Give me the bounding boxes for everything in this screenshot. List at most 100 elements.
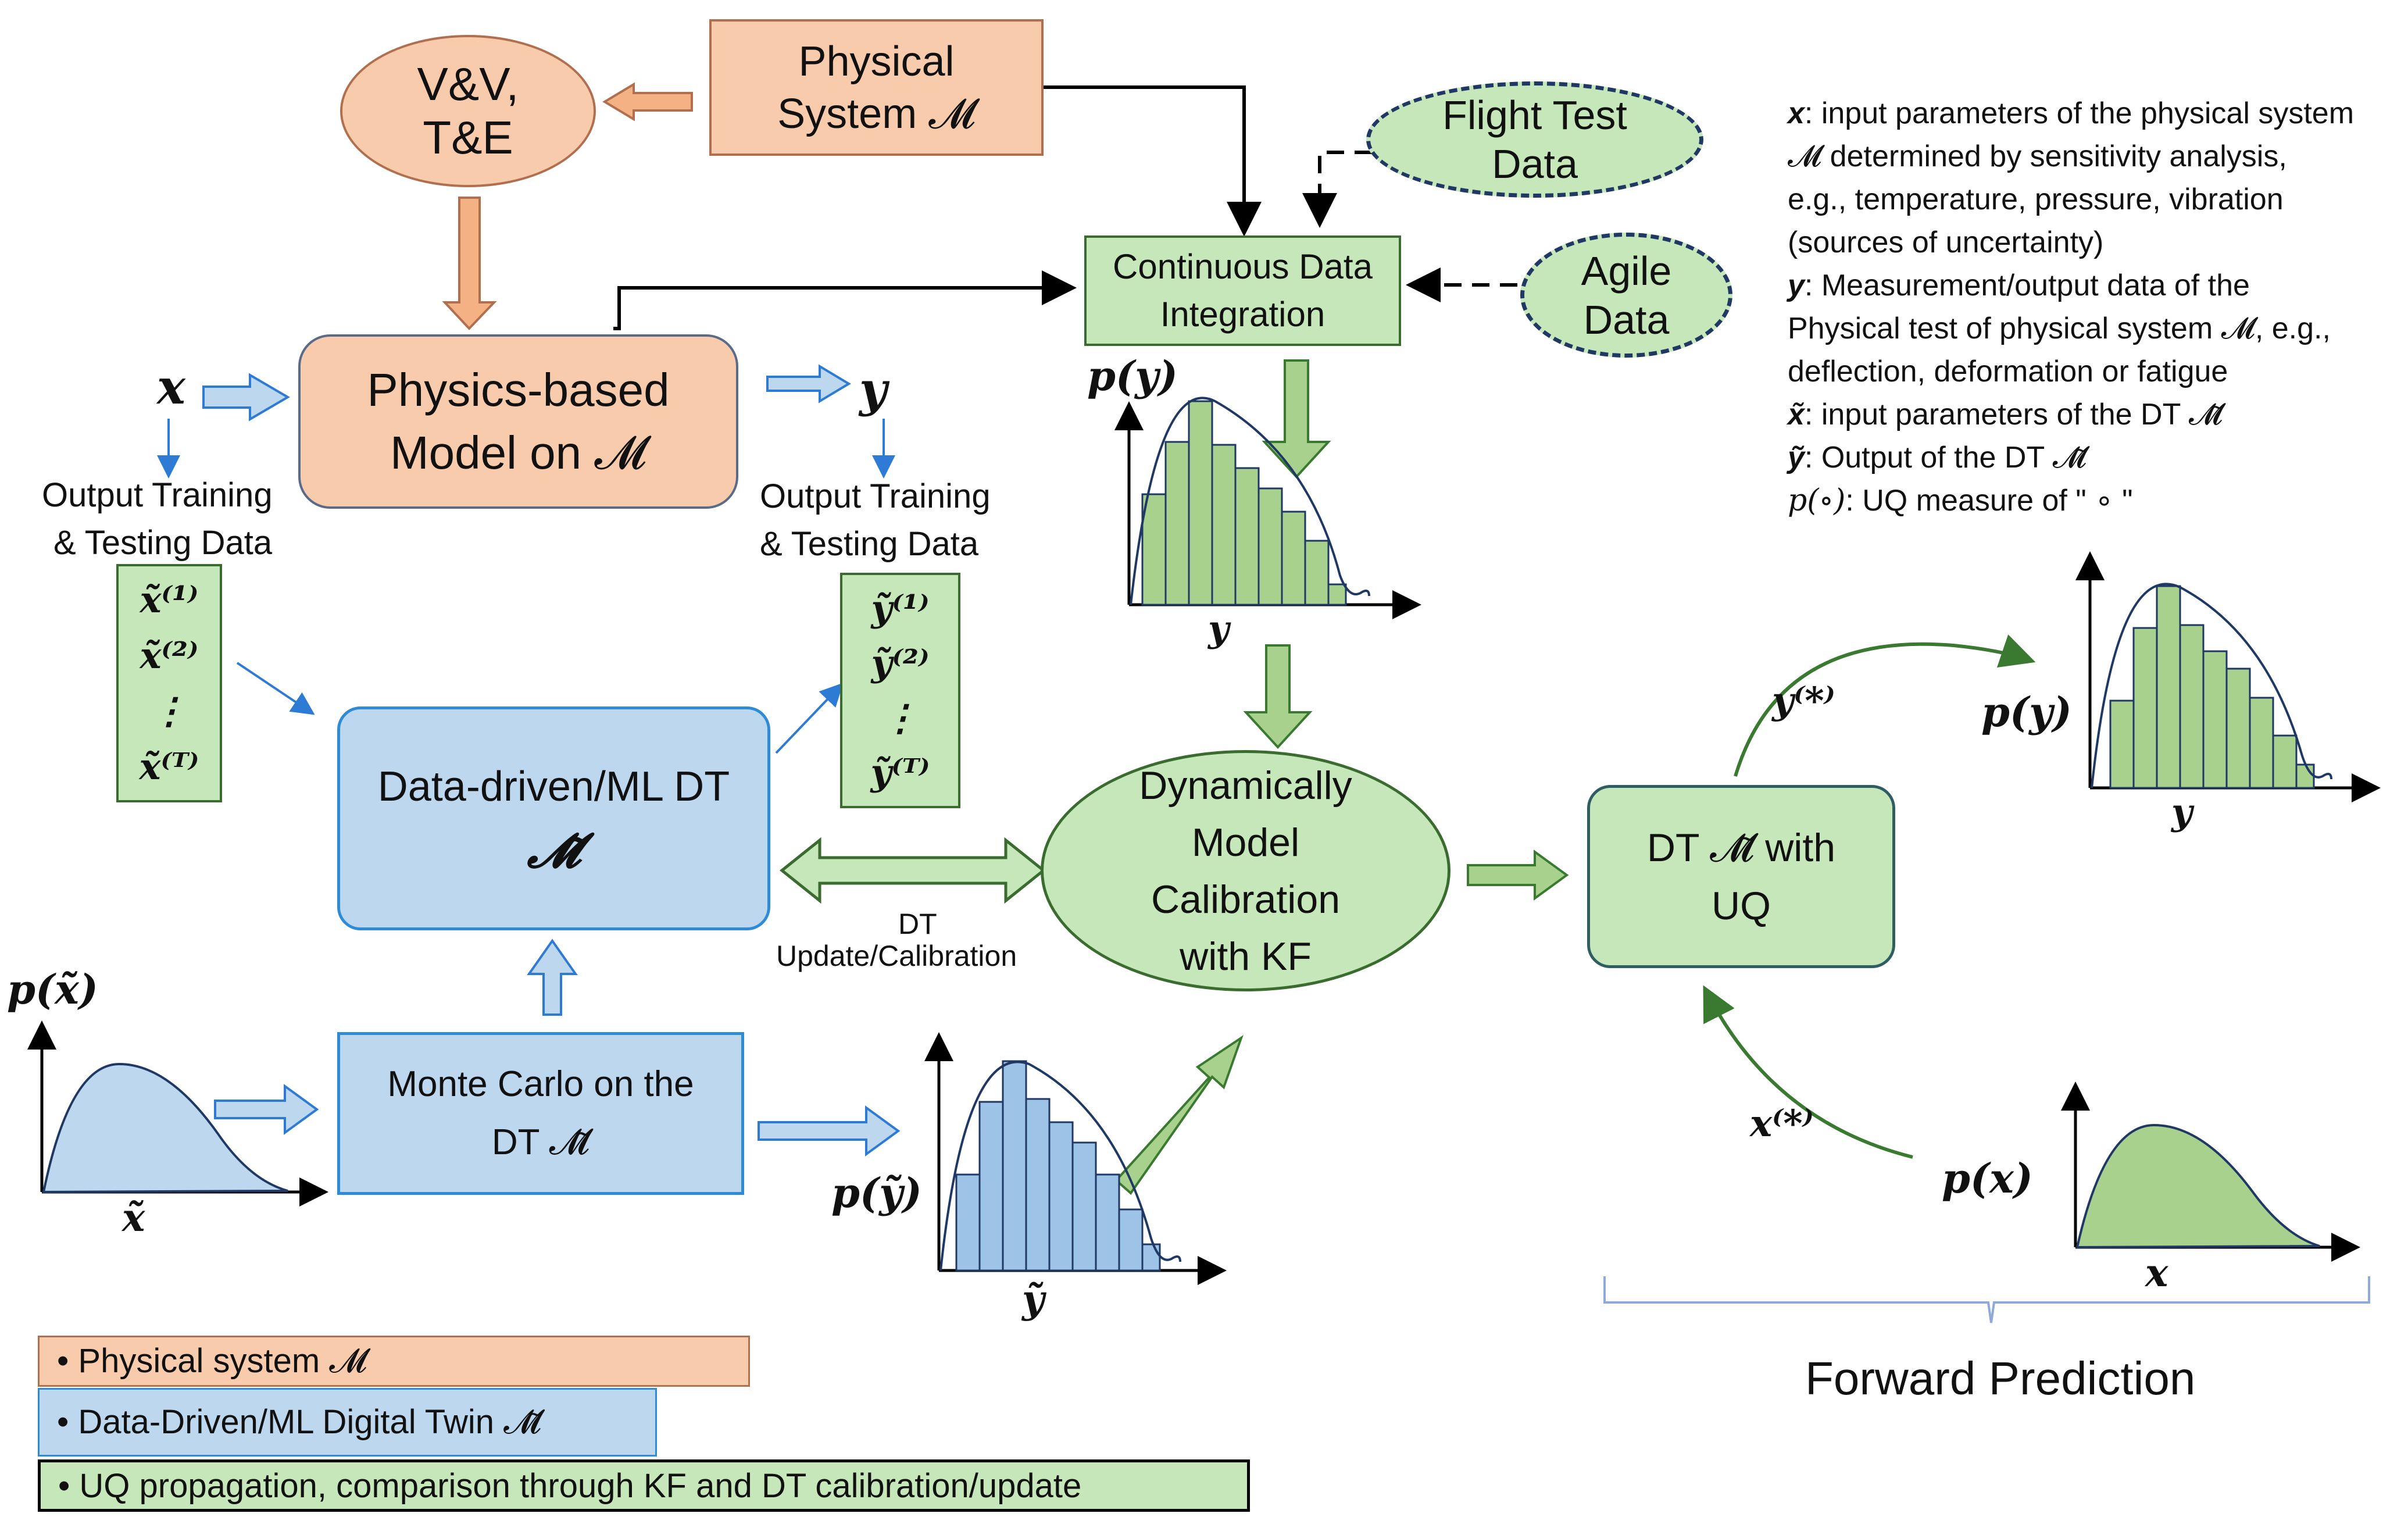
physical-line2: System 𝓜 bbox=[777, 90, 976, 137]
forward-prediction-bracket bbox=[1603, 1276, 2370, 1323]
y-sample-T: ỹ⁽ᵀ⁾ bbox=[870, 751, 930, 794]
notation-notes: x: input parameters of the physical syst… bbox=[1788, 92, 2354, 522]
note-line: (sources of uncertainty) bbox=[1788, 221, 2354, 264]
y-samples-column: ỹ⁽¹⁾ ỹ⁽²⁾ ⋮ ỹ⁽ᵀ⁾ bbox=[840, 573, 960, 808]
dt-with-uq-node: DT 𝓜̃ with UQ bbox=[1587, 785, 1895, 968]
dynamic-calibration-node: Dynamically Model Calibration with KF bbox=[1041, 750, 1450, 991]
legend-uq-text: • UQ propagation, comparison through KF … bbox=[58, 1466, 1082, 1505]
note-line: e.g., temperature, pressure, vibration bbox=[1788, 178, 2354, 221]
plot-pxtilde bbox=[27, 1020, 328, 1207]
monte-carlo-node: Monte Carlo on the DT 𝓜̃ bbox=[337, 1032, 744, 1195]
calibration-line2: Model bbox=[1191, 820, 1300, 865]
agile-data-node: Agile Data bbox=[1520, 233, 1732, 358]
y-sample-1: ỹ⁽¹⁾ bbox=[871, 587, 930, 630]
pytilde-to-calibration-block-arrow bbox=[1114, 1035, 1244, 1195]
mldt-to-ysamples-connector bbox=[775, 683, 844, 754]
continuous-line2: Integration bbox=[1160, 295, 1326, 334]
agile-line2: Data bbox=[1583, 297, 1670, 342]
plot-py-top bbox=[1114, 397, 1421, 619]
right-training-label-1: Output Training bbox=[760, 477, 991, 515]
montecarlo-to-pytilde-block-arrow bbox=[758, 1105, 901, 1157]
calibration-line4: with KF bbox=[1180, 934, 1312, 979]
x-sample-1: x̃⁽¹⁾ bbox=[140, 579, 199, 622]
note-line: p(∘): UQ measure of " ∘ " bbox=[1788, 479, 2354, 522]
plot-pytilde bbox=[924, 1032, 1227, 1285]
integration-to-histogram-block-arrow bbox=[1262, 359, 1331, 479]
mldt-line1: Data-driven/ML DT bbox=[377, 763, 730, 810]
legend-ml-digital-twin: • Data-Driven/ML Digital Twin 𝓜̃ bbox=[38, 1388, 657, 1457]
note-line: 𝓜 determined by sensitivity analysis, bbox=[1788, 135, 2354, 178]
physics-based-model-node: Physics-based Model on 𝓜 bbox=[298, 334, 738, 509]
note-text: : Output of the DT 𝓜̃ bbox=[1804, 441, 2087, 474]
forward-prediction-label: Forward Prediction bbox=[1805, 1352, 2196, 1404]
vv-te-node: V&V, T&E bbox=[340, 35, 596, 187]
y-output-label: y bbox=[859, 362, 887, 417]
note-text: (sources of uncertainty) bbox=[1788, 226, 2104, 259]
dt-update-label-2: Update/Calibration bbox=[776, 940, 1017, 972]
px-to-dtuq-curve-arrow bbox=[1703, 985, 1913, 1159]
legend-mldt-text: • Data-Driven/ML Digital Twin 𝓜̃ bbox=[57, 1403, 542, 1441]
x-sample-T: x̃⁽ᵀ⁾ bbox=[139, 745, 199, 788]
dtuq-to-py-curve-arrow bbox=[1734, 634, 2036, 777]
x-samples-column: x̃⁽¹⁾ x̃⁽²⁾ ⋮ x̃⁽ᵀ⁾ bbox=[116, 564, 222, 802]
note-line: x̃: input parameters of the DT 𝓜̃ bbox=[1788, 393, 2354, 436]
plot-pxtilde-ylabel: p(x̃) bbox=[7, 965, 98, 1013]
plot-py-right-xlabel: y bbox=[2171, 791, 2193, 833]
plot-pytilde-ylabel: p(ỹ) bbox=[831, 1169, 922, 1217]
x-input-label: x bbox=[157, 359, 185, 415]
calibration-line3: Calibration bbox=[1151, 877, 1341, 922]
note-text: e.g., temperature, pressure, vibration bbox=[1788, 183, 2284, 216]
continuous-data-integration-node: Continuous Data Integration bbox=[1084, 235, 1401, 346]
note-text: : input parameters of the DT 𝓜̃ bbox=[1804, 398, 2223, 431]
note-text: : Measurement/output data of the bbox=[1804, 269, 2250, 302]
note-line: y: Measurement/output data of the bbox=[1788, 264, 2354, 307]
dtuq-line1: DT 𝓜̃ with bbox=[1646, 825, 1836, 870]
continuous-line1: Continuous Data bbox=[1113, 247, 1373, 286]
mldt-calibration-double-arrow bbox=[779, 837, 1046, 904]
flight-line1: Flight Test bbox=[1442, 92, 1627, 138]
note-text: 𝓜 determined by sensitivity analysis, bbox=[1788, 140, 2287, 173]
vv-to-model-block-arrow bbox=[442, 197, 497, 330]
pxtilde-to-montecarlo-block-arrow bbox=[214, 1084, 319, 1135]
physical-system-node: Physical System 𝓜 bbox=[709, 19, 1044, 156]
plot-px-xlabel: x bbox=[2145, 1250, 2168, 1295]
note-symbol: x bbox=[1788, 97, 1805, 130]
note-symbol: ỹ bbox=[1788, 441, 1805, 474]
note-text: : UQ measure of " ∘ " bbox=[1845, 484, 2133, 517]
x-star-label: x⁽*⁾ bbox=[1750, 1102, 1814, 1145]
right-training-label-2: & Testing Data bbox=[760, 525, 979, 563]
legend-uq-propagation: • UQ propagation, comparison through KF … bbox=[38, 1459, 1250, 1512]
dt-update-label-1: DT bbox=[898, 908, 937, 940]
left-training-label-1: Output Training bbox=[42, 476, 273, 514]
note-symbol: p(∘) bbox=[1788, 483, 1846, 518]
vv-line2: T&E bbox=[423, 112, 513, 163]
left-training-label-2: & Testing Data bbox=[53, 524, 273, 562]
flighttest-to-integration-connector bbox=[1302, 151, 1372, 228]
x-to-model-block-arrow bbox=[202, 373, 290, 422]
dtuq-line2: UQ bbox=[1712, 883, 1771, 928]
montecarlo-line2: DT 𝓜̃ bbox=[491, 1122, 590, 1162]
histogram-to-calibration-block-arrow bbox=[1243, 644, 1313, 749]
ml-digital-twin-node: Data-driven/ML DT 𝓜̃ bbox=[337, 706, 770, 930]
note-line: x: input parameters of the physical syst… bbox=[1788, 92, 2354, 135]
xsamples-to-mldt-connector bbox=[236, 662, 315, 715]
x-sample-2: x̃⁽²⁾ bbox=[140, 634, 199, 677]
y-sample-ellipsis: ⋮ bbox=[882, 697, 919, 740]
flight-test-data-node: Flight Test Data bbox=[1366, 81, 1703, 198]
y-star-label: y⁽*⁾ bbox=[1772, 679, 1835, 723]
note-text: deflection, deformation or fatigue bbox=[1788, 355, 2228, 388]
plot-px bbox=[2061, 1082, 2360, 1262]
plot-py-right-ylabel: p(y) bbox=[1981, 688, 2072, 736]
montecarlo-to-mldt-block-arrow bbox=[527, 938, 578, 1016]
calibration-to-dtuq-block-arrow bbox=[1467, 850, 1569, 901]
vv-line1: V&V, bbox=[417, 58, 519, 110]
plot-px-ylabel: p(x) bbox=[1942, 1154, 2033, 1202]
physical-to-vv-block-arrow bbox=[602, 82, 693, 122]
model-to-integration-connector bbox=[613, 270, 1077, 330]
note-line: ỹ: Output of the DT 𝓜̃ bbox=[1788, 436, 2354, 479]
agile-line1: Agile bbox=[1581, 248, 1672, 294]
plot-pytilde-xlabel: ỹ bbox=[1022, 1276, 1045, 1322]
plot-py-top-xlabel: y bbox=[1208, 608, 1230, 650]
